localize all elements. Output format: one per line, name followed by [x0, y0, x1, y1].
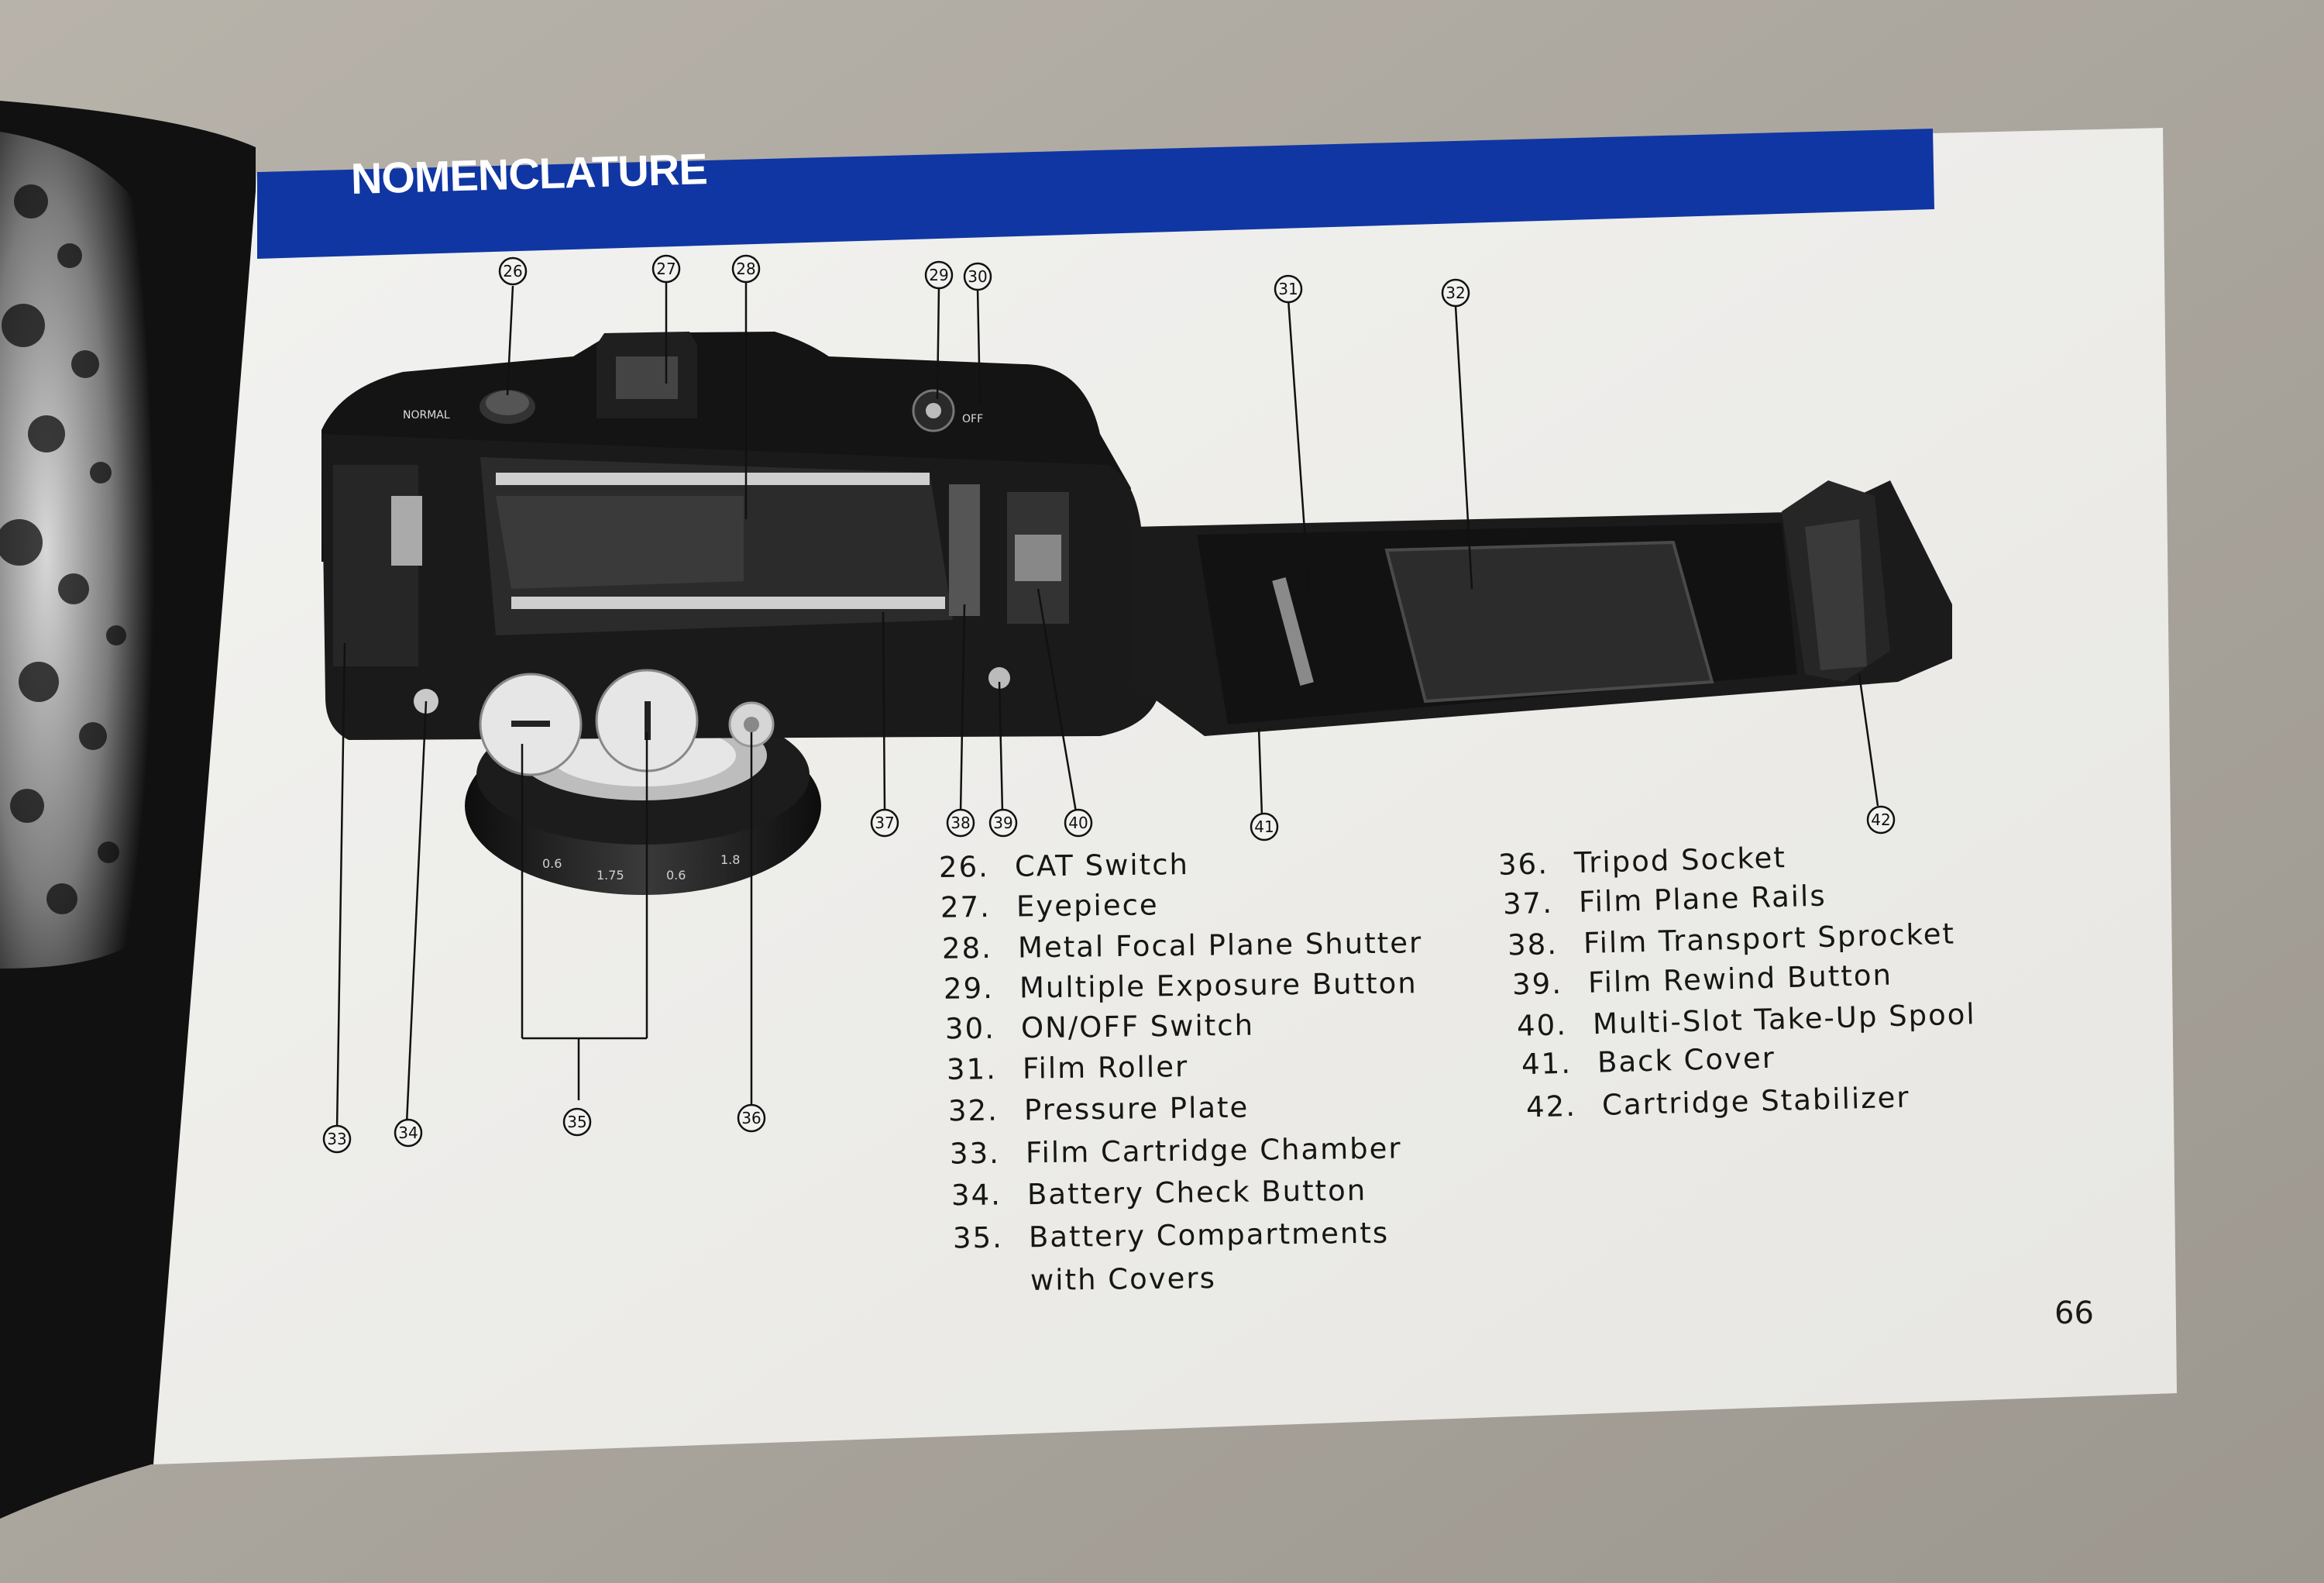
list-item: 33. Film Cartridge Chamber: [950, 1131, 1402, 1170]
callout-35: 35: [562, 1107, 592, 1137]
callout-37: 37: [870, 808, 899, 838]
item-number: 31.: [946, 1052, 998, 1086]
callout-markers: 26 27 28 29 30 31 32 33 34 35 36 37 38 39 40 41 42: [322, 254, 1896, 1154]
callout-39: 39: [988, 808, 1018, 838]
callout-36: 36: [737, 1103, 766, 1133]
item-name: Film Plane Rails: [1578, 879, 1827, 919]
callout-33: 33: [322, 1124, 352, 1154]
svg-text:1.75: 1.75: [596, 868, 624, 883]
callout-number: 38: [951, 814, 970, 832]
item-name: with Covers: [1030, 1261, 1217, 1297]
normal-marking: NORMAL: [403, 409, 450, 422]
callout-40: 40: [1064, 808, 1093, 838]
callout-number: 32: [1446, 284, 1465, 302]
list-item: 30. ON/OFF Switch: [945, 1009, 1255, 1046]
list-item: 32. Pressure Plate: [948, 1091, 1250, 1128]
item-number: 41.: [1521, 1046, 1573, 1082]
item-number: 32.: [947, 1093, 999, 1128]
item-name: Tripod Socket: [1573, 841, 1787, 880]
item-number: 36.: [1497, 847, 1549, 882]
list-item: 26. CAT Switch: [939, 848, 1189, 884]
callout-number: 36: [741, 1109, 761, 1127]
item-name: Eyepiece: [1016, 888, 1159, 924]
callout-number: 35: [567, 1113, 586, 1131]
item-name: Battery Check Button: [1026, 1173, 1367, 1212]
callout-number: 39: [993, 814, 1012, 832]
item-number: [954, 1290, 1030, 1291]
callout-number: 28: [736, 260, 755, 278]
item-name: CAT Switch: [1014, 848, 1190, 883]
callout-41: 41: [1250, 812, 1279, 841]
callout-28: 28: [731, 254, 761, 284]
callout-number: 41: [1254, 817, 1274, 836]
callout-42: 42: [1866, 805, 1896, 835]
list-item: 28. Metal Focal Plane Shutter: [942, 926, 1423, 965]
item-name: Multiple Exposure Button: [1019, 966, 1418, 1005]
leader-lines: [335, 279, 1879, 1130]
item-name: Pressure Plate: [1023, 1090, 1250, 1127]
callout-27: 27: [651, 254, 681, 284]
item-number: 38.: [1507, 927, 1559, 962]
item-name: Metal Focal Plane Shutter: [1017, 926, 1423, 965]
callout-34: 34: [394, 1118, 423, 1148]
callout-number: 40: [1068, 814, 1088, 832]
callout-number: 30: [968, 267, 987, 286]
item-name: ON/OFF Switch: [1020, 1008, 1255, 1045]
page-title: NOMENCLATURE: [350, 144, 708, 203]
item-number: 29.: [943, 971, 995, 1006]
item-number: 40.: [1516, 1008, 1568, 1043]
callout-32: 32: [1441, 278, 1470, 308]
item-number: 34.: [951, 1178, 1002, 1213]
camera-illustration: 0.6 1.75 0.6 1.8 NORMAL OFF: [321, 332, 1952, 895]
callout-26: 26: [498, 256, 528, 286]
callout-number: 29: [929, 266, 948, 284]
svg-text:0.6: 0.6: [542, 856, 562, 871]
item-number: 26.: [938, 850, 990, 884]
callout-number: 33: [327, 1130, 346, 1148]
list-item: 29. Multiple Exposure Button: [944, 966, 1418, 1005]
page-number: 66: [2054, 1296, 2094, 1331]
callout-number: 34: [398, 1124, 418, 1142]
callout-31: 31: [1274, 274, 1303, 304]
item-number: 33.: [949, 1136, 1001, 1171]
item-number: 42.: [1525, 1089, 1577, 1124]
list-item: 35. Battery Compartments: [953, 1217, 1390, 1255]
callout-30: 30: [963, 262, 992, 291]
svg-text:0.6: 0.6: [666, 868, 686, 883]
item-number: 39.: [1511, 966, 1563, 1002]
callout-number: 26: [503, 262, 522, 280]
item-name: Battery Compartments: [1028, 1216, 1390, 1254]
item-number: 30.: [944, 1011, 996, 1046]
callout-number: 31: [1278, 280, 1298, 298]
callout-number: 27: [656, 260, 676, 278]
list-item: 31. Film Roller: [947, 1050, 1189, 1086]
item-number: 37.: [1502, 886, 1554, 921]
callout-number: 42: [1871, 810, 1890, 829]
item-number: 27.: [940, 890, 992, 924]
callout-number: 37: [875, 814, 894, 832]
off-marking: OFF: [962, 413, 983, 425]
callout-29: 29: [924, 260, 954, 290]
item-number: 28.: [941, 931, 993, 965]
svg-text:1.8: 1.8: [720, 852, 740, 867]
list-item: 41. Back Cover: [1521, 1041, 1776, 1082]
list-item: with Covers: [954, 1261, 1216, 1298]
header-band: [257, 129, 1934, 259]
item-name: Film Cartridge Chamber: [1025, 1131, 1402, 1170]
item-name: Film Roller: [1022, 1050, 1189, 1086]
list-item: 27. Eyepiece: [940, 888, 1159, 924]
list-item: 34. Battery Check Button: [951, 1174, 1367, 1213]
item-number: 35.: [952, 1220, 1004, 1255]
callout-38: 38: [946, 808, 975, 838]
item-name: Back Cover: [1597, 1041, 1776, 1079]
